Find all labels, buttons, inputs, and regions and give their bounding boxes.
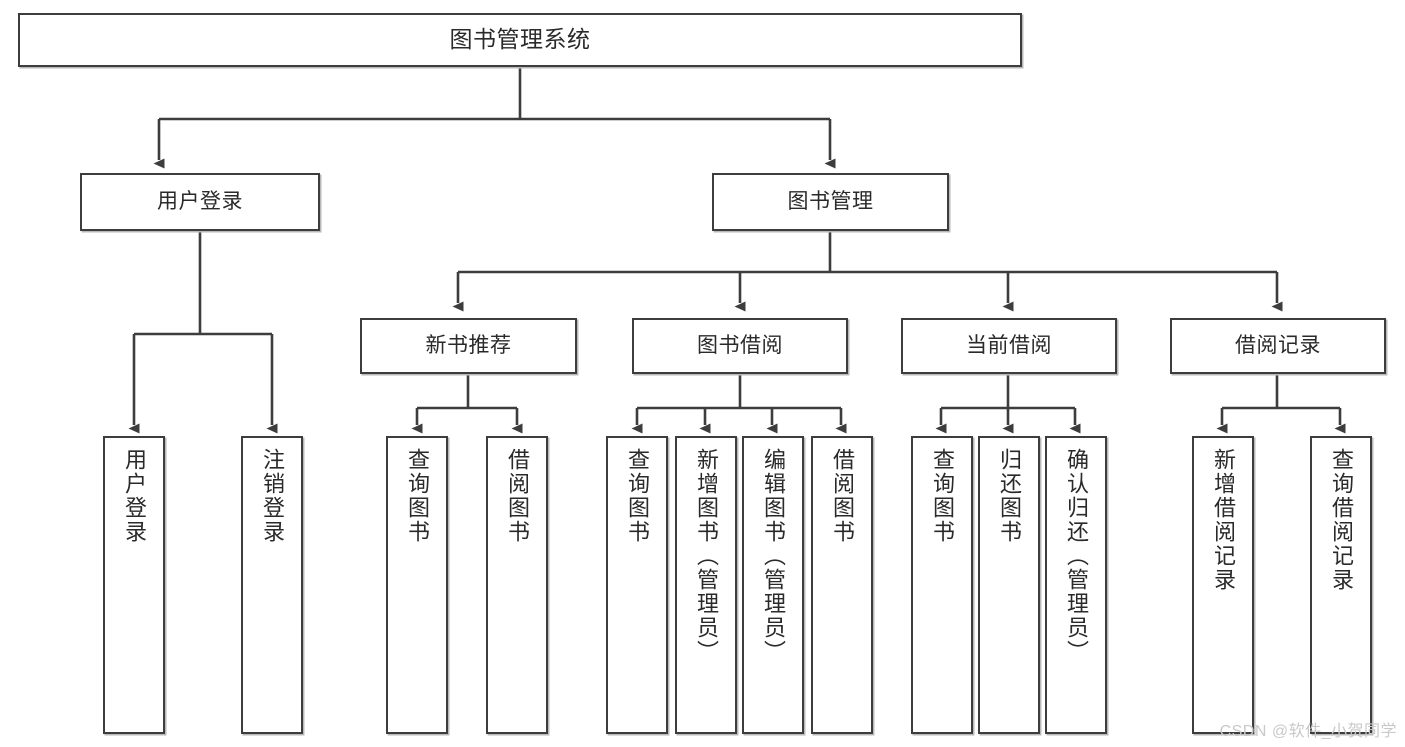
node-leaf-confirm-return-admin[interactable]: 确认归还（管理员） xyxy=(1045,436,1107,734)
node-leaf-query-book-current[interactable]: 查询图书 xyxy=(911,436,973,734)
node-leaf-return-book-label: 归还图书 xyxy=(997,448,1022,544)
node-leaf-edit-book-admin[interactable]: 编辑图书（管理员） xyxy=(742,436,804,734)
node-leaf-query-book-recommend-label: 查询图书 xyxy=(405,448,430,544)
node-user-login-label: 用户登录 xyxy=(157,189,243,213)
node-leaf-logout[interactable]: 注销登录 xyxy=(241,436,303,734)
node-borrow-record[interactable]: 借阅记录 xyxy=(1170,318,1386,374)
node-book-borrow[interactable]: 图书借阅 xyxy=(632,318,848,374)
node-leaf-borrow-book-recommend[interactable]: 借阅图书 xyxy=(486,436,548,734)
node-leaf-logout-label: 注销登录 xyxy=(260,448,285,544)
csdn-watermark: CSDN @软件_小贺同学 xyxy=(1219,723,1397,740)
node-leaf-user-login[interactable]: 用户登录 xyxy=(103,436,165,734)
node-leaf-borrow-book-recommend-label: 借阅图书 xyxy=(505,448,530,544)
node-new-book-recommend[interactable]: 新书推荐 xyxy=(360,318,577,374)
node-current-borrow-label: 当前借阅 xyxy=(966,333,1052,357)
node-new-book-recommend-label: 新书推荐 xyxy=(425,333,512,357)
node-leaf-query-borrow-record[interactable]: 查询借阅记录 xyxy=(1310,436,1372,734)
node-leaf-return-book[interactable]: 归还图书 xyxy=(978,436,1040,734)
node-leaf-query-borrow-record-label: 查询借阅记录 xyxy=(1329,448,1354,592)
node-book-management[interactable]: 图书管理 xyxy=(712,173,949,231)
node-borrow-record-label: 借阅记录 xyxy=(1235,333,1321,357)
node-root-label: 图书管理系统 xyxy=(449,26,591,53)
node-leaf-add-borrow-record-label: 新增借阅记录 xyxy=(1211,448,1236,592)
node-book-borrow-label: 图书借阅 xyxy=(697,333,783,357)
node-leaf-query-book-borrow[interactable]: 查询图书 xyxy=(606,436,668,734)
node-user-login[interactable]: 用户登录 xyxy=(80,173,320,231)
node-current-borrow[interactable]: 当前借阅 xyxy=(901,318,1117,374)
node-leaf-add-book-admin[interactable]: 新增图书（管理员） xyxy=(675,436,737,734)
node-leaf-add-book-admin-label: 新增图书（管理员） xyxy=(694,448,719,664)
node-leaf-query-book-recommend[interactable]: 查询图书 xyxy=(386,436,448,734)
node-leaf-confirm-return-admin-label: 确认归还（管理员） xyxy=(1064,448,1089,664)
node-leaf-add-borrow-record[interactable]: 新增借阅记录 xyxy=(1192,436,1254,734)
node-leaf-user-login-label: 用户登录 xyxy=(122,448,147,544)
node-leaf-edit-book-admin-label: 编辑图书（管理员） xyxy=(761,448,786,664)
node-book-management-label: 图书管理 xyxy=(787,189,874,213)
node-leaf-query-book-current-label: 查询图书 xyxy=(930,448,955,544)
node-leaf-query-book-borrow-label: 查询图书 xyxy=(625,448,650,544)
node-leaf-borrow-book-label: 借阅图书 xyxy=(830,448,855,544)
node-leaf-borrow-book[interactable]: 借阅图书 xyxy=(811,436,873,734)
node-root[interactable]: 图书管理系统 xyxy=(18,13,1022,67)
